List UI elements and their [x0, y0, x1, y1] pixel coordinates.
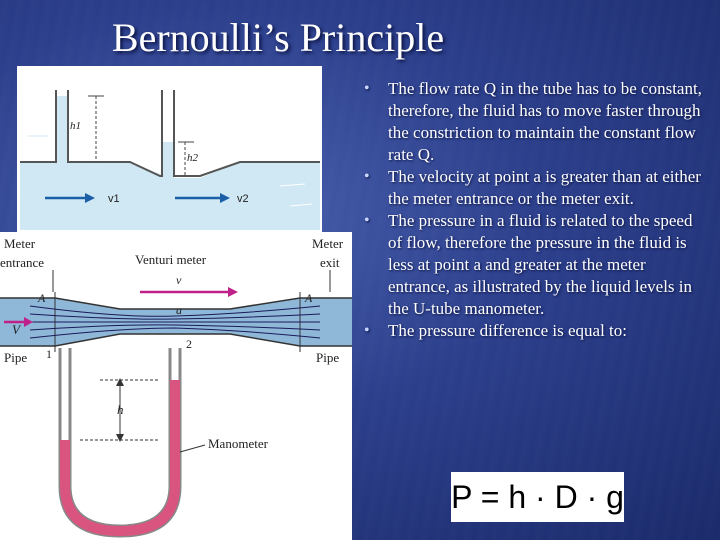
- bullet-icon: •: [364, 168, 370, 185]
- label-meter-exit-line2: exit: [320, 255, 340, 270]
- label-point-1: 1: [46, 347, 52, 361]
- label-h1: h1: [70, 120, 81, 132]
- bullet-icon: •: [364, 322, 370, 339]
- bullet-list: • The flow rate Q in the tube has to be c…: [358, 78, 710, 342]
- slide-title: Bernoulli’s Principle: [111, 15, 445, 60]
- bullet-text: The flow rate Q in the tube has to be co…: [388, 79, 702, 164]
- label-point-2: 2: [186, 337, 192, 351]
- bullet-item: • The velocity at point a is greater than…: [358, 166, 710, 210]
- bullet-item: • The pressure difference is equal to:: [358, 320, 710, 342]
- label-meter-exit-line1: Meter: [312, 236, 344, 251]
- bullet-item: • The pressure in a fluid is related to t…: [358, 210, 710, 320]
- label-v1: v1: [108, 193, 120, 205]
- venturi-figure: h1 h2 v1 v2: [0, 66, 352, 540]
- pressure-formula: P = h · D · g: [451, 472, 624, 522]
- top-venturi-diagram: h1 h2 v1 v2: [17, 66, 322, 232]
- label-meter-entrance-line1: Meter: [4, 236, 36, 251]
- bullet-text: The pressure difference is equal to:: [388, 321, 628, 340]
- bullet-item: • The flow rate Q in the tube has to be c…: [358, 78, 710, 166]
- bullet-text: The pressure in a fluid is related to th…: [388, 211, 693, 318]
- label-h: h: [117, 402, 124, 417]
- label-meter-entrance-line2: entrance: [0, 255, 44, 270]
- label-v2: v2: [237, 193, 249, 205]
- bullet-text: The velocity at point a is greater than …: [388, 167, 701, 208]
- bullet-icon: •: [364, 212, 370, 229]
- bottom-venturi-meter-diagram: Meter entrance Venturi meter Meter exit …: [0, 232, 352, 540]
- label-v-top: v: [176, 273, 182, 287]
- label-h2: h2: [187, 152, 199, 164]
- bullet-icon: •: [364, 80, 370, 97]
- label-manometer: Manometer: [208, 436, 269, 451]
- label-V-left: V: [12, 322, 22, 337]
- label-pipe-left: Pipe: [4, 350, 27, 365]
- label-pipe-right: Pipe: [316, 350, 339, 365]
- label-A-left: A: [37, 291, 46, 305]
- label-A-right: A: [304, 291, 313, 305]
- label-venturi-meter: Venturi meter: [135, 252, 207, 267]
- label-a: a: [176, 303, 182, 317]
